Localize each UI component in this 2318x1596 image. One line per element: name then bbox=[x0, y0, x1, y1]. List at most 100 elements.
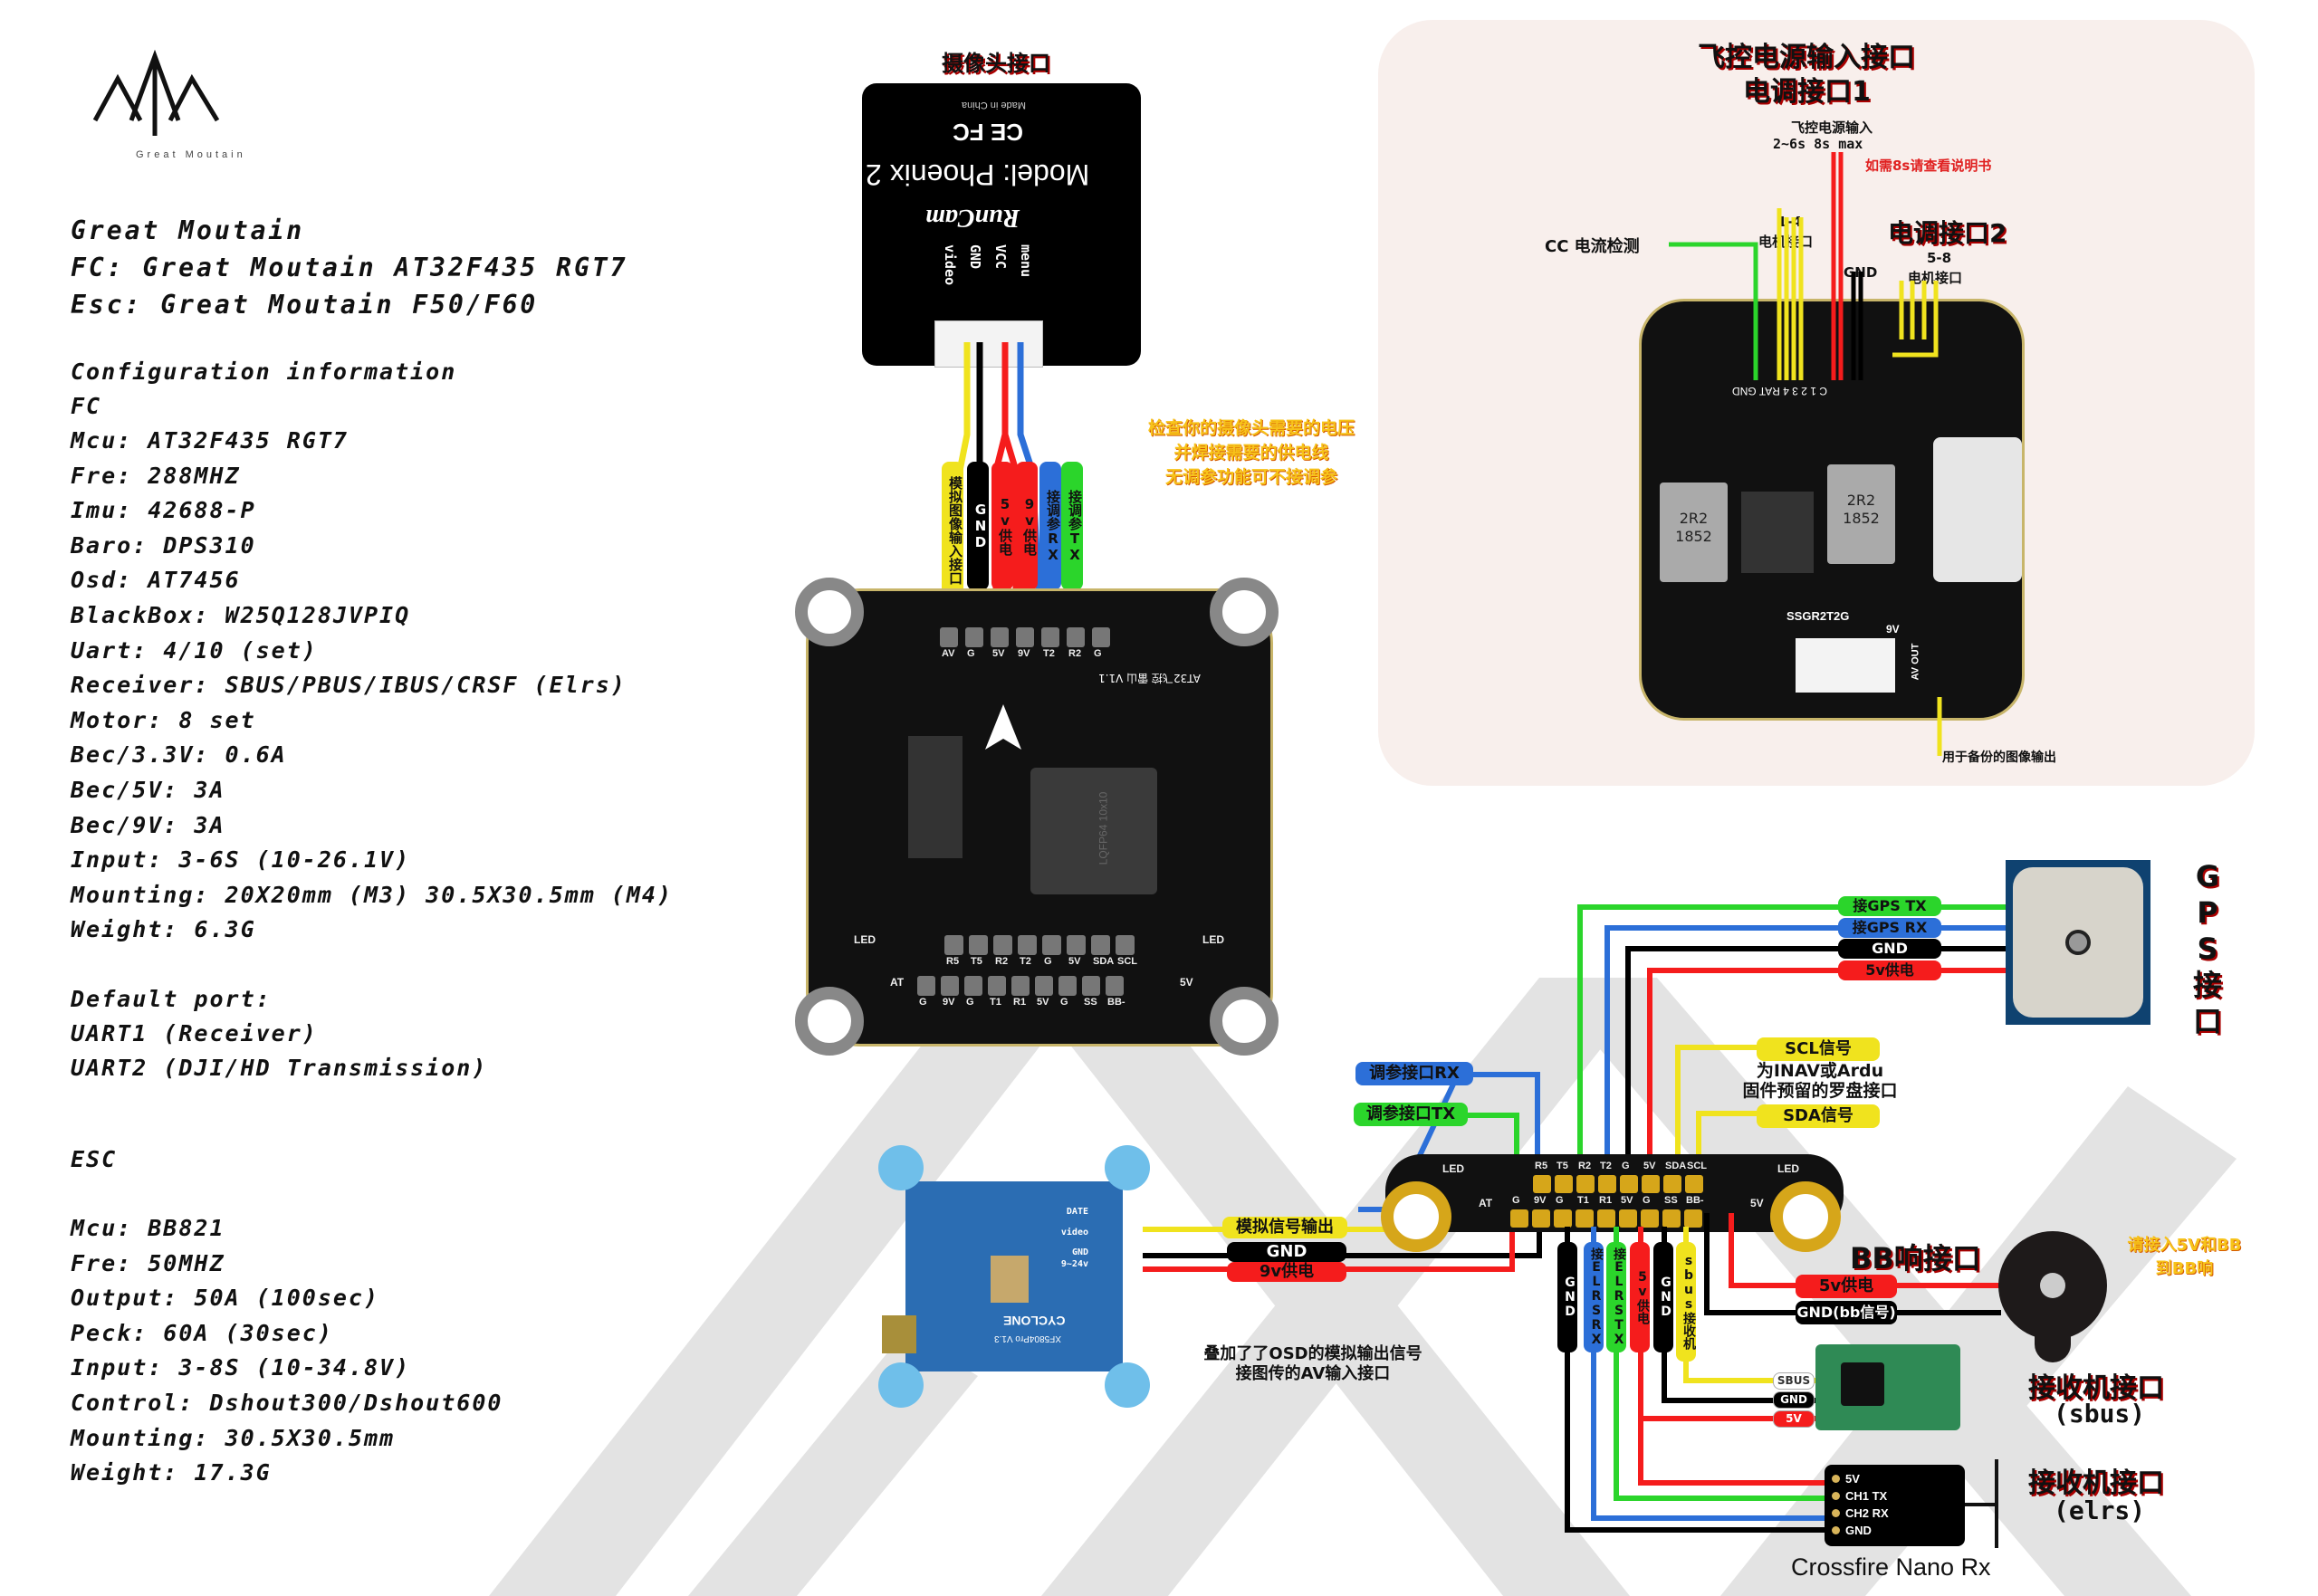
gps-title-char: 口 bbox=[2192, 1004, 2222, 1038]
fc-spec-line: Baro: DPS310 bbox=[71, 531, 256, 559]
fc-spec-line: Bec/3.3V: 0.6A bbox=[71, 741, 287, 769]
esc-label: ESC bbox=[71, 1146, 118, 1172]
vtx-note-line2: 接图传的AV输入接口 bbox=[1235, 1364, 1391, 1383]
fc-at-label: AT bbox=[890, 976, 905, 989]
scl-signal-tag: SCL信号 bbox=[1757, 1037, 1880, 1061]
buzzer-note-line1: 请接入5V和BB bbox=[2127, 1236, 2242, 1255]
fc-spec-line: Mounting: 20X20mm (M3) 30.5X30.5mm (M4) bbox=[71, 881, 673, 908]
solder-pad bbox=[1058, 976, 1077, 996]
solder-pad bbox=[1016, 627, 1034, 647]
gps-wire-tag: 5v供电 bbox=[1838, 960, 1941, 980]
default-port-line: UART1 (Receiver) bbox=[71, 1019, 318, 1046]
pad-wrap: G bbox=[1620, 1161, 1638, 1193]
elrs-pin-label: GND bbox=[1845, 1524, 1872, 1537]
pad-label: BB- bbox=[1107, 997, 1125, 1008]
solder-pad bbox=[1620, 1175, 1638, 1193]
config-section: Configuration information FC Mcu: AT32F4… bbox=[71, 355, 673, 1085]
vtx-antenna-connector bbox=[882, 1315, 916, 1353]
elrs-pin-label: 5V bbox=[1845, 1472, 1860, 1486]
pad-wrap: T2 bbox=[1041, 627, 1059, 662]
pad-wrap: 5V bbox=[991, 627, 1009, 662]
pad-wrap: G bbox=[1092, 627, 1110, 662]
sbus-rx-title: 接收机接口 bbox=[2028, 1372, 2164, 1404]
header-line2: FC: Great Moutain AT32F435 RGT7 bbox=[71, 253, 628, 282]
pad-wrap: T5 bbox=[1555, 1161, 1573, 1193]
solder-pad bbox=[1662, 1209, 1681, 1228]
fc-spec-line: Input: 3-6S (10-26.1V) bbox=[71, 846, 411, 874]
pad-label: G bbox=[1044, 956, 1052, 967]
pad-label: G bbox=[1094, 648, 1102, 659]
fc-spec-line: Mcu: AT32F435 RGT7 bbox=[71, 427, 349, 454]
pad-wrap: 5V bbox=[1619, 1195, 1637, 1228]
vtx-gnd-tag: GND bbox=[1227, 1242, 1346, 1262]
vtx-video-tag: 模拟信号输出 bbox=[1222, 1217, 1347, 1238]
default-port-list: UART1 (Receiver)UART2 (DJI/HD Transmissi… bbox=[71, 1017, 673, 1085]
pad-label: R2 bbox=[1578, 1161, 1592, 1171]
wire-vtx-tx bbox=[1467, 1113, 1519, 1163]
inductor-code: 1852 bbox=[1843, 510, 1880, 527]
solder-pad bbox=[1106, 976, 1124, 996]
pad-wrap: R5 bbox=[944, 935, 963, 970]
pad-wrap: T2 bbox=[1018, 935, 1037, 970]
gps-wire-tag: 接GPS TX bbox=[1838, 896, 1941, 916]
camera-note-line3: 无调参功能可不接调参 bbox=[1164, 467, 1337, 487]
breakout-wire-tag: sbus接收机 bbox=[1676, 1242, 1696, 1362]
pad-label: SDA bbox=[1093, 956, 1115, 967]
camera-title: 摄像头接口 bbox=[942, 51, 1050, 76]
solder-pad bbox=[993, 935, 1012, 955]
sbus-rx-sub: (sbus) bbox=[2054, 1399, 2146, 1429]
vtx-note: 叠加了了OSD的模拟输出信号 接图传的AV输入接口 bbox=[1168, 1344, 1458, 1384]
esc-spec-line: Output: 50A (100sec) bbox=[71, 1285, 380, 1312]
solder-pad bbox=[1532, 1209, 1550, 1228]
fc-spec-line: Imu: 42688-P bbox=[71, 497, 256, 524]
solder-pad bbox=[1619, 1209, 1637, 1228]
fc-spec-line: Uart: 4/10 (set) bbox=[71, 636, 318, 664]
esc-spec-line: Input: 3-8S (10-34.8V) bbox=[71, 1354, 411, 1381]
elrs-pin-dot bbox=[1832, 1475, 1840, 1483]
solder-pad bbox=[1091, 935, 1110, 955]
gps-title-char: P bbox=[2197, 895, 2218, 930]
pad-wrap: SDA bbox=[1091, 935, 1114, 970]
pad-label: R1 bbox=[1013, 997, 1027, 1008]
motor58-num: 5-8 bbox=[1927, 250, 1952, 266]
pad-label: R2 bbox=[995, 956, 1009, 967]
solder-pad bbox=[964, 976, 982, 996]
esc-spec-line: Peck: 60A (30sec) bbox=[71, 1319, 333, 1346]
solder-pad bbox=[1576, 1209, 1594, 1228]
fc-spec-line: Receiver: SBUS/PBUS/IBUS/CRSF (Elrs) bbox=[71, 672, 627, 699]
pad-label: SDA bbox=[1665, 1161, 1687, 1171]
breakout-wire-tag: 5v供电 bbox=[1630, 1242, 1650, 1352]
gps-title-char: S bbox=[2197, 932, 2218, 966]
pad-wrap: SCL bbox=[1685, 1161, 1707, 1193]
wire-motor8 bbox=[1892, 281, 1939, 358]
solder-pad bbox=[1042, 935, 1061, 955]
esc-panel-title2: 电调接口1 bbox=[1743, 76, 1871, 108]
buzzer bbox=[1998, 1231, 2107, 1362]
esc-spec-line: Mcu: BB821 bbox=[71, 1215, 225, 1241]
compass-note: 为INAV或Ardu 固件预留的罗盘接口 bbox=[1734, 1061, 1906, 1101]
compass-note-line1: 为INAV或Ardu bbox=[1756, 1061, 1884, 1081]
esc-connector bbox=[1796, 638, 1895, 693]
camera-wire-tag: 接调参RX bbox=[1039, 462, 1061, 590]
solder-pad bbox=[991, 627, 1009, 647]
header-line1: Great Moutain bbox=[71, 215, 305, 245]
buzzer-note: 请接入5V和BB 到BB响 bbox=[2110, 1234, 2259, 1281]
pad-label: T1 bbox=[990, 997, 1001, 1008]
solder-pad bbox=[941, 976, 959, 996]
solder-pad bbox=[969, 935, 988, 955]
pad-label: R2 bbox=[1068, 648, 1082, 659]
solder-pad bbox=[1067, 627, 1085, 647]
breakout-led-left: LED bbox=[1442, 1162, 1464, 1175]
pad-label: SS bbox=[1084, 997, 1097, 1008]
vtx-mount-hole bbox=[1105, 1362, 1150, 1408]
pad-label: SCL bbox=[1687, 1161, 1707, 1171]
solder-pad bbox=[1685, 1175, 1703, 1193]
camera-pin-label: video bbox=[942, 244, 958, 286]
buzzer-hole bbox=[2040, 1273, 2065, 1298]
esc-spec-line: Weight: 17.3G bbox=[71, 1459, 272, 1486]
solder-pad bbox=[1018, 935, 1037, 955]
sbus-pin-tag: GND bbox=[1773, 1391, 1815, 1409]
pad-wrap: AV bbox=[940, 627, 958, 662]
